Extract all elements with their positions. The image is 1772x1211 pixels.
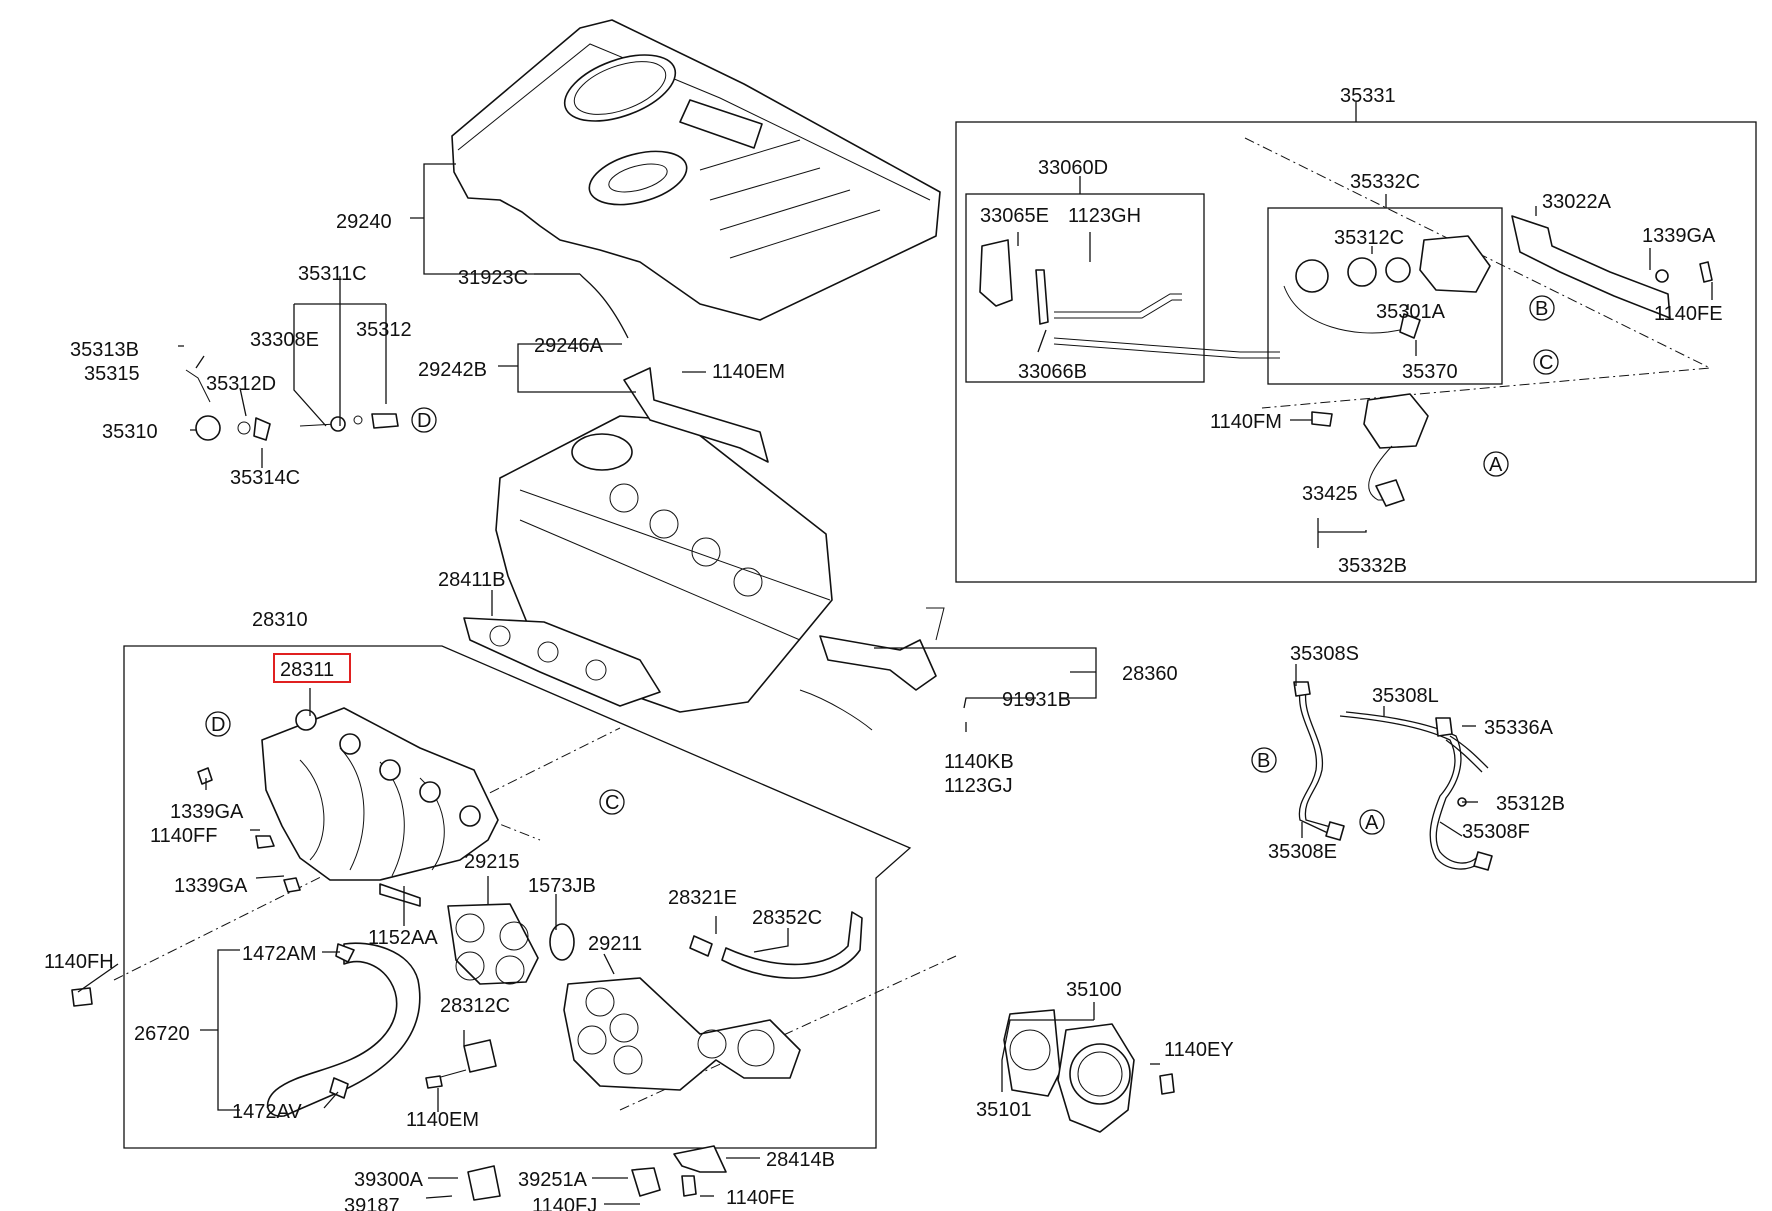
- injector-group: [185, 369, 399, 441]
- part-label-28411b[interactable]: 28411B: [438, 569, 505, 591]
- ref-circle-a1: [1483, 451, 1509, 477]
- part-label-35308e[interactable]: 35308E: [1268, 841, 1337, 863]
- pcv-hose: [266, 942, 421, 1117]
- part-label-35301a[interactable]: 35301A: [1376, 301, 1446, 323]
- part-label-1140kb[interactable]: 1140KB: [944, 751, 1014, 773]
- part-label-28360[interactable]: 28360: [1122, 663, 1178, 685]
- ref-circle-d1: [205, 711, 231, 737]
- ref-c2: C: [1539, 352, 1553, 374]
- part-label-28310[interactable]: 28310: [252, 609, 308, 631]
- leader-lines: [77, 102, 1713, 1205]
- part-label-29242b[interactable]: 29242B: [418, 359, 487, 381]
- part-label-1573jb[interactable]: 1573JB: [528, 875, 596, 897]
- fuel-hoses: [1293, 681, 1493, 871]
- part-label-1140fe-bot[interactable]: 1140FE: [726, 1187, 795, 1209]
- part-label-35100[interactable]: 35100: [1066, 979, 1122, 1001]
- part-label-35308f[interactable]: 35308F: [1462, 821, 1530, 843]
- ref-circle-c2: [1533, 349, 1559, 375]
- part-label-28311[interactable]: 28311: [280, 659, 334, 681]
- part-label-1140fh[interactable]: 1140FH: [44, 951, 114, 973]
- bottom-brackets: [467, 1145, 727, 1201]
- part-label-35312b[interactable]: 35312B: [1496, 793, 1565, 815]
- engine-cover: [451, 19, 941, 321]
- part-labels: 29240 31923C 29246A 29242B 1140EM 35311C…: [44, 85, 1723, 1211]
- part-label-35332c[interactable]: 35332C: [1350, 171, 1420, 193]
- part-label-35331[interactable]: 35331: [1340, 85, 1396, 107]
- part-label-35101[interactable]: 35101: [976, 1099, 1032, 1121]
- part-label-29211[interactable]: 29211: [588, 933, 642, 955]
- part-label-35312[interactable]: 35312: [356, 319, 412, 341]
- part-label-35315[interactable]: 35315: [84, 363, 140, 385]
- part-label-1140fm[interactable]: 1140FM: [1210, 411, 1282, 433]
- intake-gaskets: [447, 903, 801, 1091]
- throttle-body: [1003, 1009, 1175, 1133]
- part-label-1140em-bot[interactable]: 1140EM: [406, 1109, 479, 1131]
- vacuum-hose: [689, 911, 863, 979]
- part-label-91931b[interactable]: 91931B: [1002, 689, 1071, 711]
- part-label-29246a[interactable]: 29246A: [534, 335, 604, 357]
- part-label-1140ey[interactable]: 1140EY: [1164, 1039, 1234, 1061]
- reference-markers: D D C C B B A A: [205, 295, 1559, 835]
- part-label-1472am[interactable]: 1472AM: [242, 943, 317, 965]
- highlight-box-28311: [273, 653, 351, 683]
- ref-circle-d2: [411, 407, 437, 433]
- ref-a2: A: [1365, 812, 1379, 834]
- ref-d2: D: [417, 410, 431, 432]
- ref-b1: B: [1535, 298, 1548, 320]
- intake-manifold: [71, 707, 499, 1007]
- part-label-33060d[interactable]: 33060D: [1038, 157, 1108, 179]
- part-label-35310[interactable]: 35310: [102, 421, 158, 443]
- part-label-35332b[interactable]: 35332B: [1338, 555, 1407, 577]
- part-label-39187[interactable]: 39187: [344, 1195, 400, 1211]
- part-label-28352c[interactable]: 28352C: [752, 907, 822, 929]
- part-label-35312c[interactable]: 35312C: [1334, 227, 1404, 249]
- fuel-rail-parts: [979, 215, 1713, 507]
- part-label-28414b[interactable]: 28414B: [766, 1149, 835, 1171]
- part-label-1140fj[interactable]: 1140FJ: [532, 1195, 597, 1211]
- ref-c1: C: [605, 792, 619, 814]
- part-label-29215[interactable]: 29215: [464, 851, 520, 873]
- part-label-31923c[interactable]: 31923C: [458, 267, 528, 289]
- part-label-35311c[interactable]: 35311C: [298, 263, 367, 285]
- ref-circle-b1: [1529, 295, 1555, 321]
- part-label-35370[interactable]: 35370: [1402, 361, 1458, 383]
- ref-circle-c1: [599, 789, 625, 815]
- part-label-1472av[interactable]: 1472AV: [232, 1101, 302, 1123]
- part-label-35336a[interactable]: 35336A: [1484, 717, 1554, 739]
- part-label-33308e[interactable]: 33308E: [250, 329, 319, 351]
- ref-a1: A: [1489, 454, 1503, 476]
- part-label-39251a[interactable]: 39251A: [518, 1169, 588, 1191]
- part-label-33022a[interactable]: 33022A: [1542, 191, 1612, 213]
- part-label-1152aa[interactable]: 1152AA: [368, 927, 438, 949]
- group-box-28310: [113, 645, 957, 1149]
- part-label-28321e[interactable]: 28321E: [668, 887, 737, 909]
- part-label-1339ga-a[interactable]: 1339GA: [170, 801, 244, 823]
- part-label-33425[interactable]: 33425: [1302, 483, 1358, 505]
- part-label-1140ff[interactable]: 1140FF: [150, 825, 217, 847]
- part-label-29240[interactable]: 29240: [336, 211, 392, 233]
- part-label-1140fe-top[interactable]: 1140FE: [1654, 303, 1723, 325]
- part-label-1339ga-b[interactable]: 1339GA: [174, 875, 248, 897]
- ref-circle-a2: [1359, 809, 1385, 835]
- part-label-33066b[interactable]: 33066B: [1018, 361, 1087, 383]
- part-label-39300a[interactable]: 39300A: [354, 1169, 424, 1191]
- part-label-33065e[interactable]: 33065E: [980, 205, 1049, 227]
- part-label-35314c[interactable]: 35314C: [230, 467, 300, 489]
- ref-circle-b2: [1251, 747, 1277, 773]
- part-label-35308s[interactable]: 35308S: [1290, 643, 1359, 665]
- part-label-26720[interactable]: 26720: [134, 1023, 190, 1045]
- part-label-1339ga-c[interactable]: 1339GA: [1642, 225, 1716, 247]
- cylinder-head: [463, 367, 945, 731]
- part-label-28312c[interactable]: 28312C: [440, 995, 510, 1017]
- part-label-35312d[interactable]: 35312D: [206, 373, 276, 395]
- part-label-1140em-top[interactable]: 1140EM: [712, 361, 785, 383]
- part-label-1123gj[interactable]: 1123GJ: [944, 775, 1013, 797]
- ref-d1: D: [211, 714, 225, 736]
- part-label-1123gh[interactable]: 1123GH: [1068, 205, 1141, 227]
- ref-b2: B: [1257, 750, 1270, 772]
- part-label-35308l[interactable]: 35308L: [1372, 685, 1439, 707]
- part-label-35313b[interactable]: 35313B: [70, 339, 139, 361]
- pcv-valve: [425, 1039, 497, 1089]
